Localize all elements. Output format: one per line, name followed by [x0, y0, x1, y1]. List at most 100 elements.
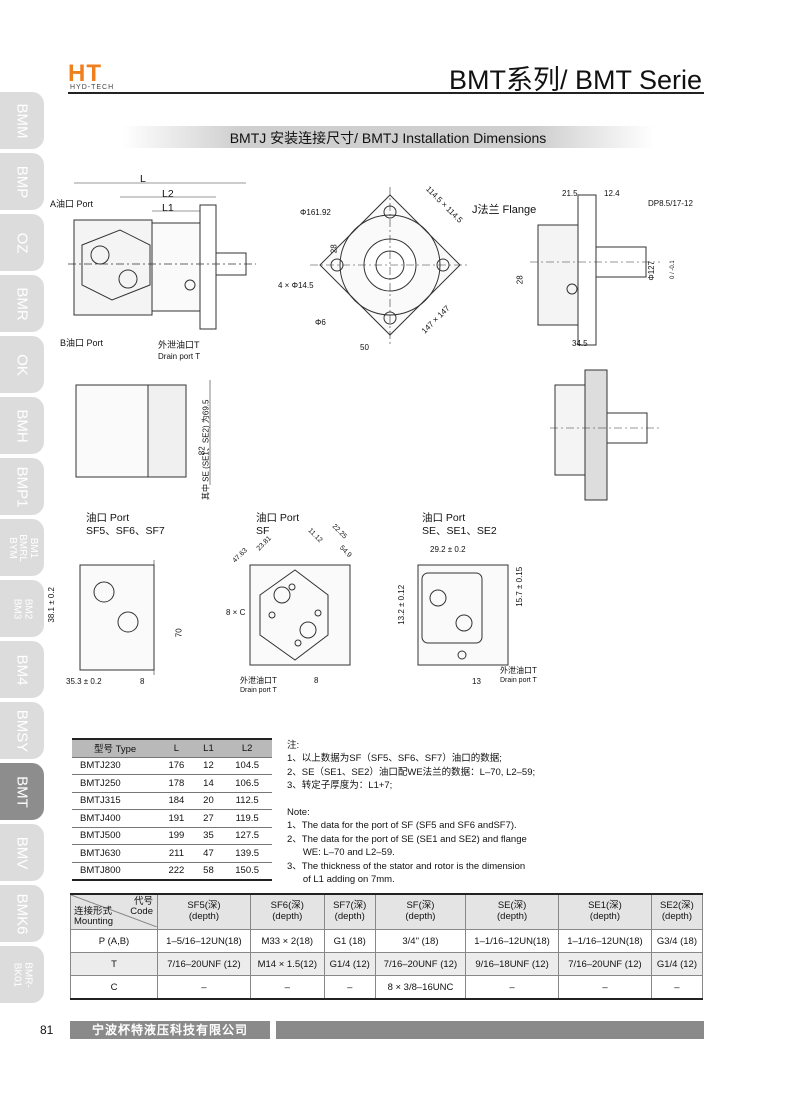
dim-phi161: Φ161.92 [300, 208, 331, 217]
note-line: 3、The thickness of the stator and rotor … [287, 860, 526, 872]
note-line: 2、SE（SE1、SE2）油口配WE法兰的数据：L–70, L2–59; [287, 766, 536, 778]
port-sf-drawing [249, 564, 351, 666]
side-tab-bmt[interactable]: BMT [0, 763, 44, 820]
col-type: 型号 Type [72, 738, 159, 758]
dim-flange-28: 28 [515, 275, 525, 285]
port-code-table: 代号 Code 连接形式 Mounting SF5(深)(depth) SF6(… [70, 893, 704, 1000]
b-port-label: B油口 Port [60, 338, 104, 348]
dim-15-7: 15.7 ± 0.15 [515, 566, 525, 607]
port-sf5-subtitle: SF5、SF6、SF7 [86, 525, 165, 537]
side-tab-bmr[interactable]: BMR [0, 275, 44, 332]
side-tab-ok[interactable]: OK [0, 336, 44, 393]
dim-phi127-tolerance: 0 / -0.1 [669, 260, 676, 279]
note-line: 2、The data for the port of SE (SE1 and S… [287, 833, 527, 845]
side-tab-bm2[interactable]: BM2 BM3 [0, 580, 44, 637]
side-tab-bmh[interactable]: BMH [0, 397, 44, 454]
dim-4x14: 4 × Φ14.5 [278, 281, 314, 290]
side-tab-bm1[interactable]: BM1 BMRL BYM [0, 519, 44, 576]
company-name: 宁波杯特液压科技有限公司 [70, 1021, 270, 1039]
port-se-subtitle: SE、SE1、SE2 [422, 525, 497, 537]
dim-35-3: 35.3 ± 0.2 [66, 677, 102, 686]
note-line: 3、转定子厚度为：L1+7; [287, 780, 393, 792]
dim-28: 28 [329, 244, 339, 254]
dim-21-5: 21.5 [562, 189, 578, 198]
corner-cell: 代号 Code 连接形式 Mounting [70, 893, 158, 930]
page-title: BMT系列/ BMT Serie [448, 65, 702, 95]
side-tab-oz[interactable]: OZ [0, 214, 44, 271]
note-line: of L1 adding on 7mm. [287, 874, 395, 886]
port-sf5-title: 油口 Port [86, 512, 130, 524]
note-line: WE: L–70 and L2–59. [287, 847, 395, 859]
side-tab-bm4[interactable]: BM4 [0, 641, 44, 698]
side-tab-bmp[interactable]: BMP [0, 153, 44, 210]
col-l2: L2 [222, 738, 272, 758]
col-sf6: SF6(深)(depth) [249, 893, 325, 930]
port-sf-title: 油口 Port [256, 512, 300, 524]
page-number: 81 [40, 1023, 54, 1037]
dim-50: 50 [360, 343, 369, 352]
dim-38-1: 38.1 ± 0.2 [46, 587, 56, 623]
dim-sf-8: 8 [314, 676, 319, 685]
side-tab-bmp1[interactable]: BMP1 [0, 458, 44, 515]
side-tab-bmr-bk01[interactable]: BMR- BK01 [0, 946, 44, 1003]
notes-heading-en: Note: [287, 807, 310, 819]
side-tab-bmk6[interactable]: BMK6 [0, 885, 44, 942]
corner-diagonal [71, 895, 157, 927]
sf-drain-label-cn: 外泄油口T [240, 676, 277, 685]
col-sf: SF(深)(depth) [374, 893, 467, 930]
dim-12-4: 12.4 [604, 189, 620, 198]
se-drain-label-en: Drain port T [500, 677, 537, 684]
dim-34-5: 34.5 [572, 339, 588, 348]
col-l1: L1 [194, 738, 223, 758]
dim-sf5-8: 8 [140, 677, 145, 686]
port-se-drawing [417, 564, 509, 666]
col-se2: SE2(深)(depth) [650, 893, 704, 930]
side-tabs: BMM BMP OZ BMR OK BMH BMP1 BM1 BMRL BYM … [0, 92, 44, 1007]
col-sf5: SF5(深)(depth) [157, 893, 251, 930]
dim-13-2: 13.2 ± 0.12 [397, 584, 407, 625]
col-se1: SE1(深)(depth) [558, 893, 652, 930]
dim-dp8-5: DP8.5/17-12 [648, 199, 693, 208]
note-spacer [287, 793, 535, 806]
dim-8xc: 8 × C [226, 608, 246, 617]
section-band [122, 126, 654, 148]
side-tab-bmsy[interactable]: BMSY [0, 702, 44, 759]
drain-label-cn: 外泄油口T [158, 340, 200, 350]
notes: 注: 1、以上数据为SF（SF5、SF6、SF7）油口的数据; 2、SE（SE1… [287, 739, 535, 886]
col-sf7: SF7(深)(depth) [323, 893, 376, 930]
table-row: P (A,B)1–5/16–12UN(18)M33 × 2(18)G1 (18)… [70, 929, 704, 953]
dim-phi6: Φ6 [315, 318, 326, 327]
port-table-header: 代号 Code 连接形式 Mounting SF5(深)(depth) SF6(… [70, 893, 704, 930]
top-view-drawing [75, 380, 211, 485]
side-view-drawing [68, 182, 256, 330]
side-tab-bmv[interactable]: BMV [0, 824, 44, 881]
corner-code-cn: 代号 [133, 896, 153, 907]
dim-phi127: Φ127 [647, 260, 657, 281]
dim-29-2: 29.2 ± 0.2 [430, 545, 466, 554]
port-se-title: 油口 Port [422, 512, 466, 524]
port-sf-subtitle: SF [256, 525, 270, 537]
section-title: BMTJ 安装连接尺寸/ BMTJ Installation Dimension… [229, 130, 547, 146]
side-tab-bmm[interactable]: BMM [0, 92, 44, 149]
table-row: C–––8 × 3/8–16UNC––– [70, 975, 704, 1000]
se-drain-label-cn: 外泄油口T [500, 666, 537, 675]
col-l: L [158, 738, 195, 758]
header-divider [68, 92, 704, 94]
front-view-drawing [310, 187, 470, 345]
corner-mount-en: Mounting [74, 916, 114, 928]
port-sf5-drawing [79, 560, 155, 675]
flange-title: J法兰 Flange [472, 204, 537, 216]
drain-label-en: Drain port T [158, 352, 201, 361]
notes-heading-cn: 注: [287, 740, 300, 751]
col-se: SE(深)(depth) [465, 893, 560, 930]
dim-l: L [140, 173, 146, 185]
corner-code-en: Code [130, 905, 153, 917]
flange-view-drawing [530, 194, 660, 346]
